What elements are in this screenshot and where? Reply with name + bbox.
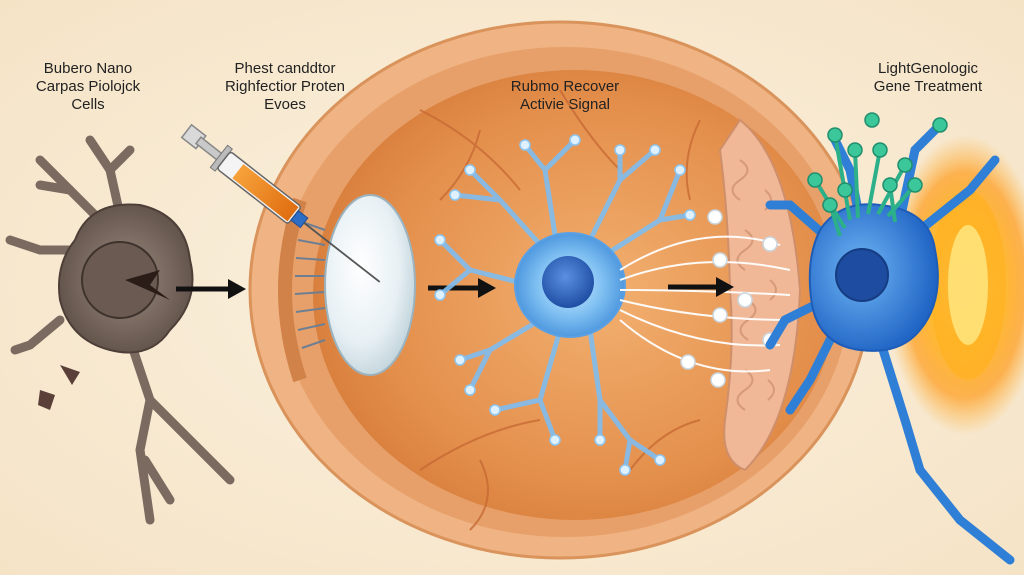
- right-arrow-icon: [668, 277, 734, 297]
- treated-neuron: [765, 112, 1015, 565]
- right-arrow-icon: [428, 278, 496, 298]
- gene-bulbs: [807, 112, 948, 213]
- label-injection: Phest canddtor Righfectior Proten Evoes: [224, 60, 346, 113]
- recovered-neuron: [434, 134, 696, 476]
- signal-fibers: [619, 235, 791, 373]
- right-arrow-icon: [176, 279, 246, 299]
- label-recovered-signal: Rubmo Recover Activie Signal: [510, 78, 620, 113]
- syringe-icon: [180, 123, 381, 283]
- light-glow: [885, 135, 1024, 435]
- eye-cross-section: [248, 20, 872, 560]
- label-damaged-cells: Bubero Nano Carpas Piolojck Cells: [35, 60, 141, 113]
- damaged-cell: [5, 135, 235, 525]
- label-gene-treatment: LightGenologic Gene Treatment: [873, 60, 983, 95]
